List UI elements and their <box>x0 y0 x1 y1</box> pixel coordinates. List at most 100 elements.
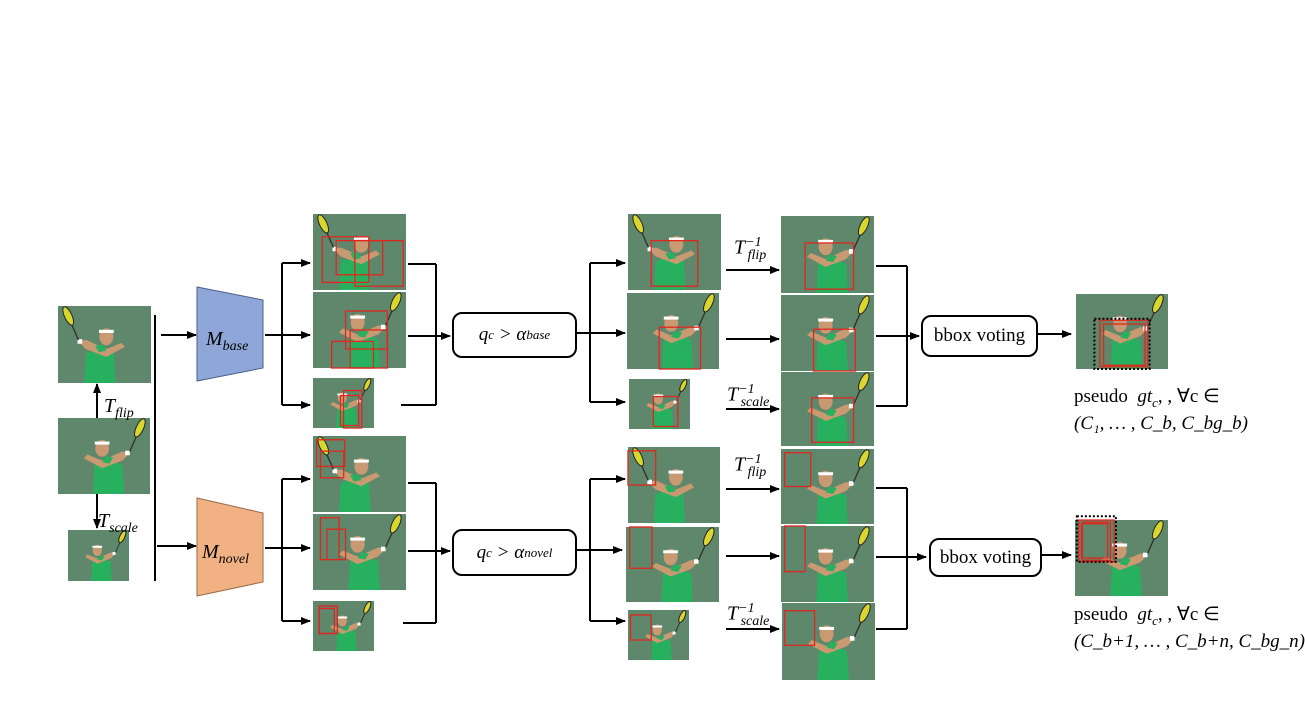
bbox <box>342 389 363 429</box>
player-wristband <box>380 546 386 552</box>
player-headband <box>353 237 369 241</box>
model-novel-label: Mnovel <box>202 541 249 567</box>
player-wristband <box>849 636 855 641</box>
base-res-original <box>781 295 874 372</box>
bbox <box>652 395 679 428</box>
player-figure <box>808 603 871 680</box>
bbox <box>1102 323 1146 366</box>
player-figure <box>85 530 127 581</box>
base-res-flipped <box>781 216 874 293</box>
bbox <box>629 526 653 569</box>
novel-det-flipped <box>313 436 406 512</box>
racket-handle <box>853 619 863 638</box>
player-sleeve <box>102 456 114 464</box>
racket-handle <box>852 311 862 329</box>
voted-bbox <box>1075 515 1117 563</box>
player-shirt <box>817 644 849 680</box>
player-shirt <box>816 257 848 293</box>
player-wristband <box>647 246 653 252</box>
base-thr-flipped <box>628 214 721 290</box>
player-figure <box>807 526 870 602</box>
player-sleeve <box>825 254 837 263</box>
racket-head <box>857 526 870 546</box>
racket-handle <box>325 230 335 248</box>
t-scale-inv-label-top: T−1scale <box>727 382 770 410</box>
player-headband <box>337 393 348 396</box>
player-shirt <box>654 255 686 290</box>
input-image-flipped <box>58 306 151 383</box>
player-shirt <box>816 336 848 371</box>
player-sleeve <box>350 252 362 260</box>
base-thr-scaled <box>629 379 690 429</box>
player-sleeve <box>95 344 107 353</box>
player-wristband <box>112 551 116 555</box>
player-shirt <box>336 405 357 428</box>
bbox <box>321 236 370 284</box>
player-wristband <box>125 450 130 456</box>
player-figure <box>652 527 715 602</box>
player-shirt <box>661 567 693 602</box>
player-headband <box>818 318 834 322</box>
novel-thr-flipped <box>627 447 720 523</box>
player-sleeve <box>342 626 350 631</box>
player-sleeve <box>664 485 676 493</box>
base-det-flipped <box>313 214 406 290</box>
player-shirt <box>816 567 848 602</box>
player-sleeve <box>357 330 369 338</box>
racket-head <box>857 216 870 236</box>
player-headband <box>818 239 834 243</box>
bbox <box>326 528 347 561</box>
bbox <box>1080 523 1109 559</box>
bbox <box>316 439 346 468</box>
player-headband <box>353 459 369 463</box>
bbox <box>784 610 816 647</box>
bbox <box>319 450 345 479</box>
player-wristband <box>77 339 83 344</box>
racket-head <box>632 214 645 234</box>
player-wristband <box>693 559 699 564</box>
base-det-original <box>313 292 406 369</box>
player-figure <box>645 610 687 660</box>
racket-handle <box>640 463 649 481</box>
player-figure <box>807 449 870 524</box>
player-figure <box>807 372 870 446</box>
player-figure <box>62 306 125 383</box>
model-novel-shape <box>196 497 264 597</box>
base-det-scaled <box>313 378 374 429</box>
player-wristband <box>380 324 386 330</box>
player-headband <box>819 626 835 630</box>
t-flip-label: Tflip <box>104 395 134 421</box>
t-flip-inv-label-bottom: T−1flip <box>734 452 767 480</box>
player-wristband <box>848 249 854 254</box>
base-res-scaled <box>781 372 874 446</box>
novel-res-original <box>781 525 874 602</box>
player-sleeve <box>658 404 666 409</box>
t-flip-inv-label-top: T−1flip <box>734 235 767 263</box>
player-sleeve <box>350 474 362 482</box>
player-wristband <box>672 631 676 635</box>
bbox <box>1081 521 1111 561</box>
bbox <box>1099 319 1149 368</box>
novel-det-scaled <box>313 601 374 651</box>
t-scale-label: Tscale <box>98 510 138 536</box>
output-caption-novel: pseudo gtc, , ∀c ∈ (C_b+1, … , C_b+n, C_… <box>1074 602 1305 655</box>
t-scale-inv-label-bottom: T−1scale <box>727 601 770 629</box>
racket-handle <box>852 232 862 251</box>
output-caption-novel-line1: pseudo gtc, , ∀c ∈ <box>1074 604 1220 628</box>
bbox-voting-bottom-box: bbox voting <box>929 538 1042 577</box>
novel-thr-original <box>626 526 719 602</box>
player-wristband <box>848 558 854 564</box>
bbox <box>650 239 699 287</box>
player-wristband <box>694 325 699 331</box>
bbox <box>318 607 336 635</box>
player-sleeve <box>657 635 665 640</box>
player-shirt <box>1110 561 1142 596</box>
output-caption-base-line1: pseudo gtc, , ∀c ∈ <box>1074 386 1220 410</box>
novel-res-scaled <box>782 603 875 680</box>
racket-handle <box>697 543 707 561</box>
bbox <box>658 326 702 370</box>
player-headband <box>818 549 834 553</box>
player-headband <box>1112 543 1128 547</box>
